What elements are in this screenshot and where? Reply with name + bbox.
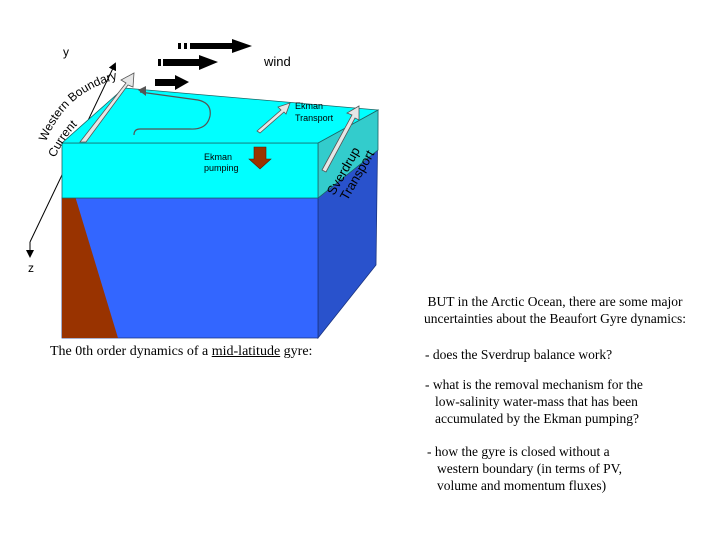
surface-front-face: [61, 142, 319, 199]
wind-arrow-lower: [155, 75, 189, 90]
question-gyre-closure: - how the gyre is closed without a weste…: [427, 443, 687, 494]
gyre-circulation-arrowhead: [138, 86, 146, 96]
western-boundary-wedge: [62, 153, 118, 338]
ekman-pumping-label-2: pumping: [204, 163, 239, 173]
y-axis-label: y: [63, 45, 69, 59]
western-boundary-current-arrow: [79, 72, 135, 143]
q2-line-2: low-salinity water-mass that has been: [435, 394, 638, 409]
ekman-pumping-label-1: Ekman: [204, 152, 232, 162]
diagram-caption: The 0th order dynamics of a mid-latitude…: [50, 344, 312, 360]
arctic-intro-note: BUT in the Arctic Ocean, there are some …: [423, 294, 687, 326]
question-removal-mechanism: - what is the removal mechanism for the …: [425, 376, 695, 427]
z-axis-label: z: [28, 261, 34, 275]
gyre-circulation-line: [133, 91, 211, 136]
wind-label: wind: [263, 54, 291, 69]
caption-emphasis: mid-latitude: [211, 344, 281, 359]
q3-line-3: volume and momentum fluxes): [437, 478, 607, 493]
q2-line-1: - what is the removal mechanism for the: [425, 377, 643, 392]
q3-line-2: western boundary (in terms of PV,: [437, 461, 622, 476]
q2-line-3: accumulated by the Ekman pumping?: [435, 411, 639, 426]
ekman-transport-arrow: [256, 102, 291, 134]
caption-prefix: The 0th order dynamics of a: [50, 344, 212, 359]
ekman-transport-label-2: Transport: [295, 113, 334, 123]
sverdrup-transport-arrow: [321, 105, 360, 173]
wind-arrow-upper: [178, 39, 252, 53]
caption-suffix: gyre:: [280, 344, 313, 359]
question-sverdrup-balance: - does the Sverdrup balance work?: [425, 347, 613, 362]
wind-arrow-middle: [158, 55, 218, 70]
ekman-transport-label-1: Ekman: [295, 101, 323, 111]
q3-line-1: - how the gyre is closed without a: [427, 444, 610, 459]
ekman-pumping-arrow: [248, 146, 272, 170]
